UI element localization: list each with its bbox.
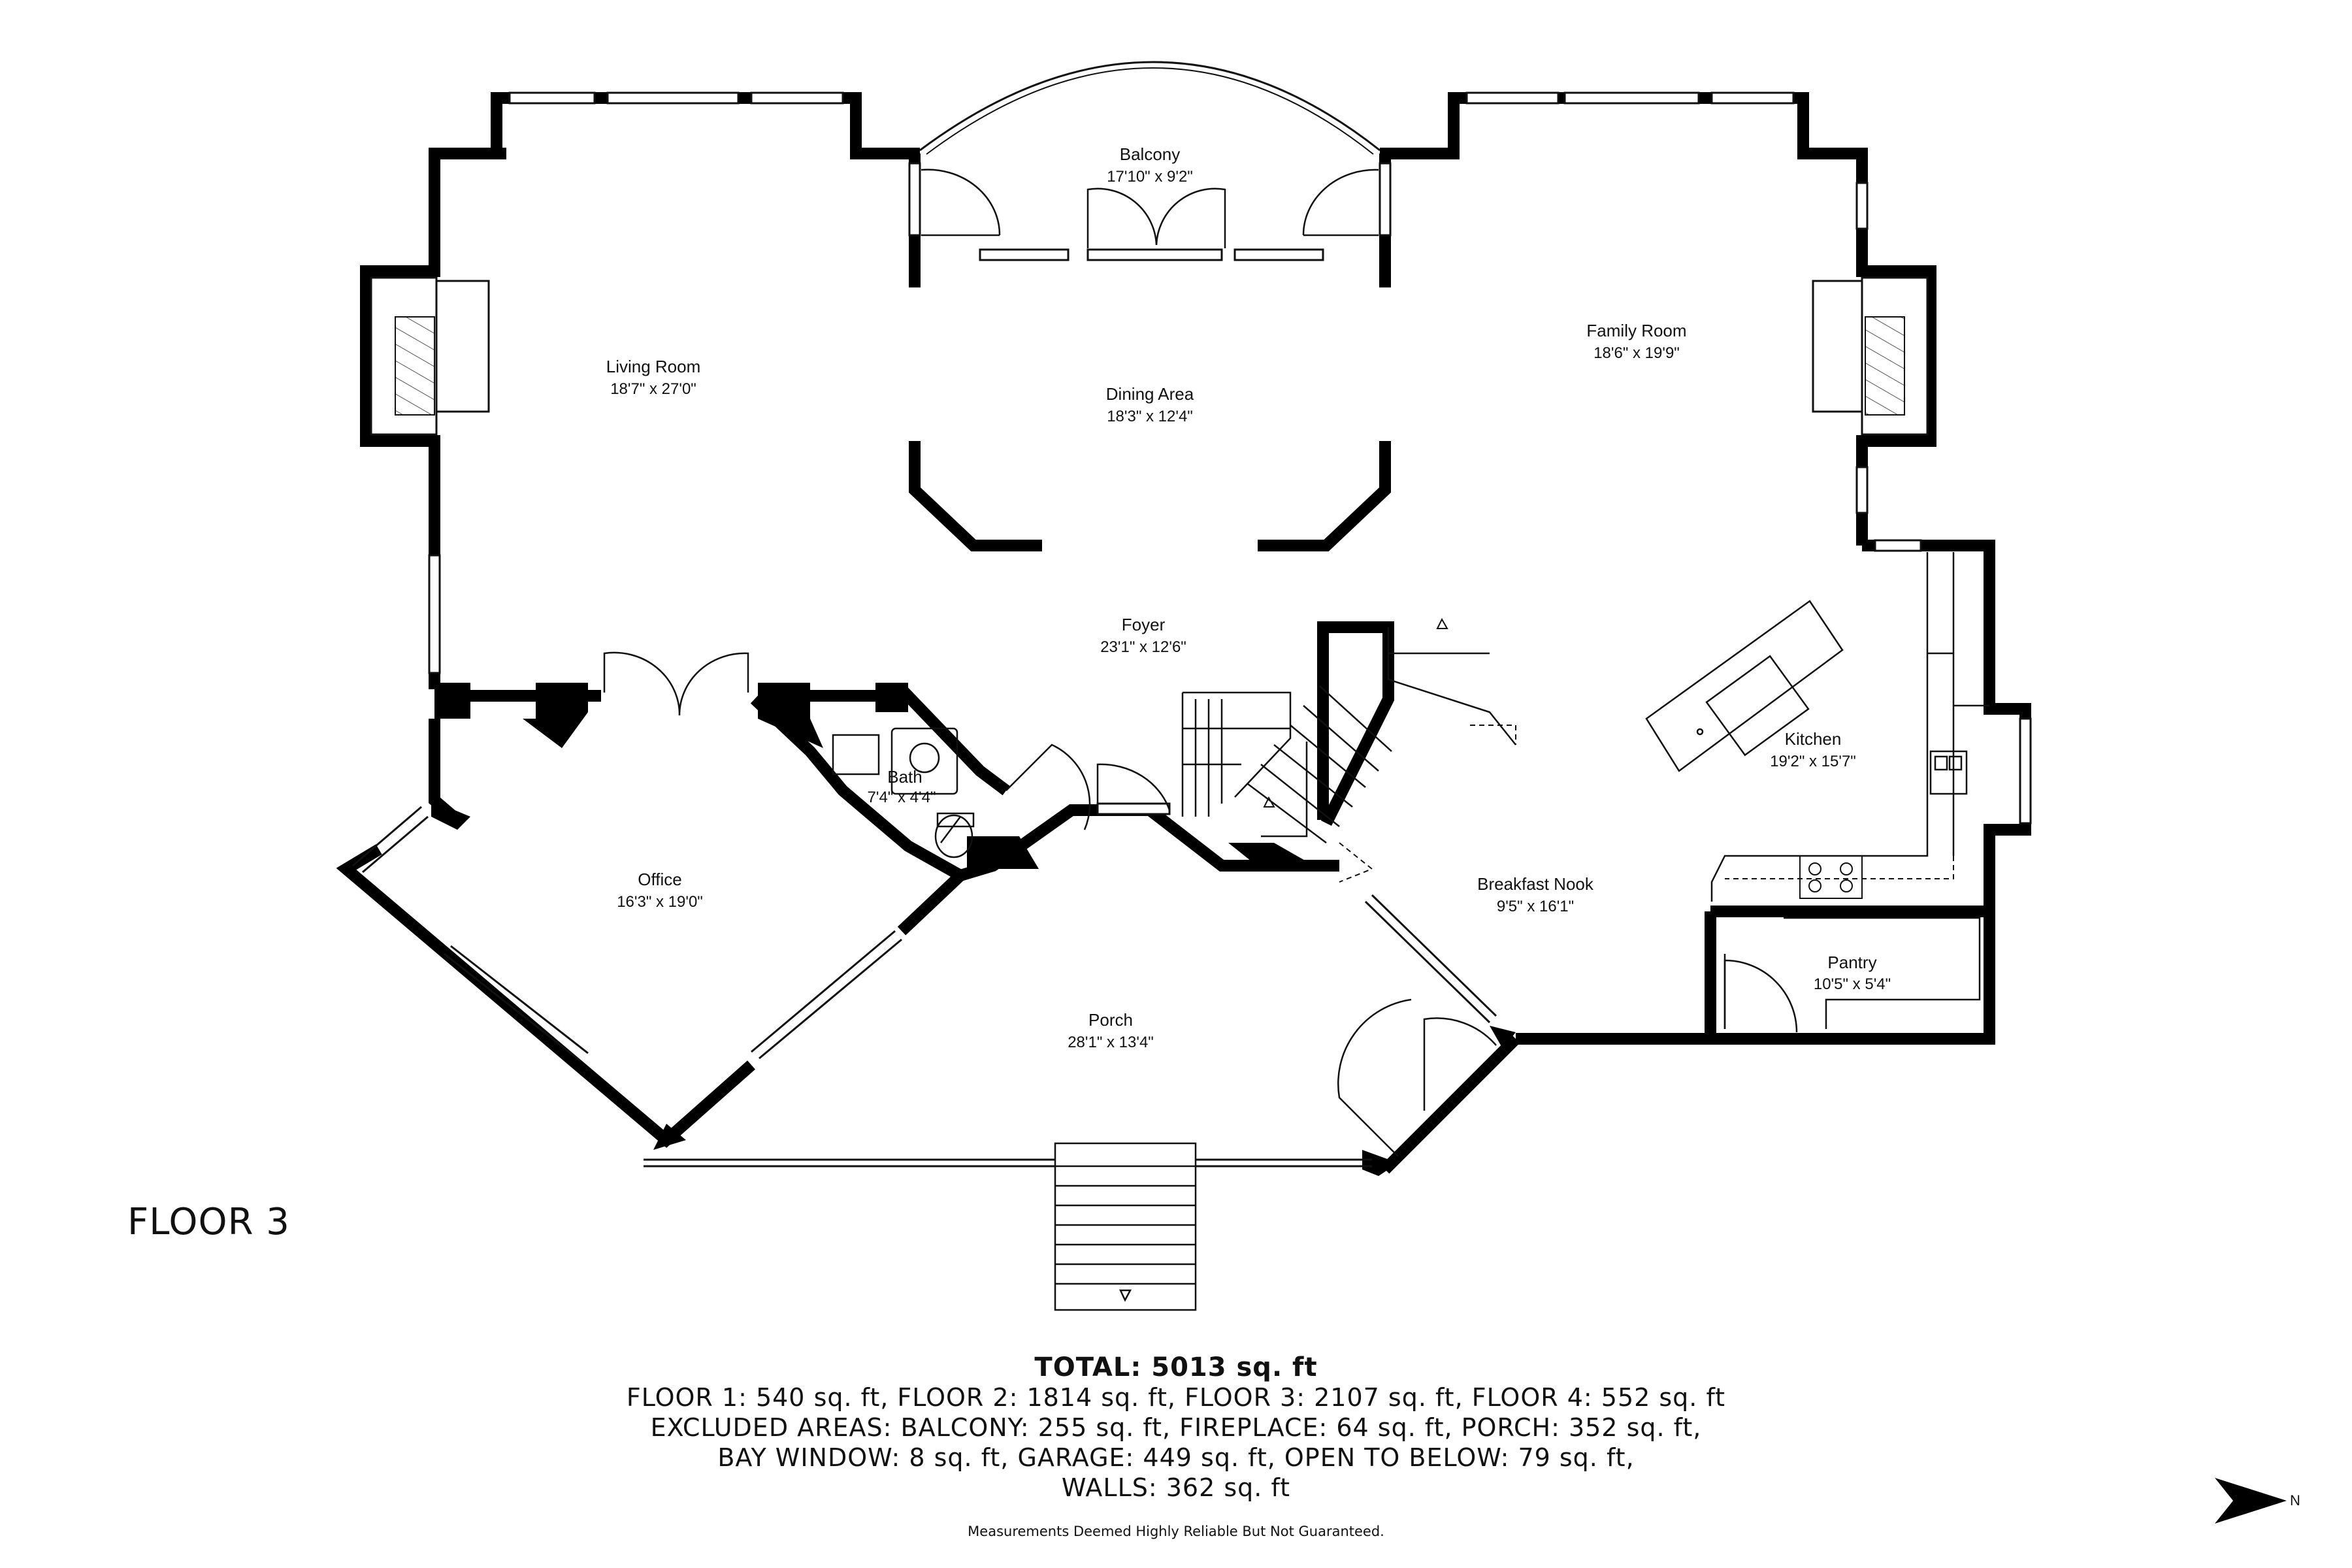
- balcony-name: Balcony: [1120, 144, 1181, 164]
- summary-line-1: FLOOR 1: 540 sq. ft, FLOOR 2: 1814 sq. f…: [626, 1383, 1726, 1412]
- stove-icon: [1799, 855, 1863, 899]
- summary-line-4: WALLS: 362 sq. ft: [1061, 1473, 1291, 1502]
- bath-name: Bath: [887, 767, 923, 787]
- living-dim: 18'7" x 27'0": [610, 380, 696, 398]
- north-letter: N: [2290, 1492, 2300, 1509]
- office-dim: 16'3" x 19'0": [617, 893, 703, 911]
- balcony-outline: [919, 61, 1380, 155]
- porch-railing: [644, 1158, 1372, 1168]
- pantry-dim: 10'5" x 5'4": [1814, 975, 1891, 993]
- doors: [603, 169, 1798, 1157]
- disclaimer: Measurements Deemed Highly Reliable But …: [968, 1524, 1384, 1539]
- windows: [428, 91, 2032, 825]
- office-windows: [352, 806, 1497, 1063]
- family-name: Family Room: [1586, 321, 1686, 340]
- kitchen-name: Kitchen: [1785, 729, 1842, 749]
- stairs-porch: [1054, 1142, 1197, 1311]
- wall-masses: [431, 683, 1516, 1176]
- summary-line-2: EXCLUDED AREAS: BALCONY: 255 sq. ft, FIR…: [650, 1413, 1702, 1442]
- dining-name: Dining Area: [1106, 384, 1194, 404]
- family-dim: 18'6" x 19'9": [1593, 344, 1680, 362]
- nook-name: Breakfast Nook: [1477, 874, 1594, 894]
- kitchen-dim: 19'2" x 15'7": [1770, 753, 1856, 770]
- total-area: TOTAL: 5013 sq. ft: [1034, 1352, 1318, 1382]
- stairs-arrow-up-icon: [1263, 617, 1448, 808]
- bath-dim: 7'4" x 4'4": [868, 789, 936, 806]
- stairs-main: [1181, 627, 1516, 843]
- north-arrow-icon: [2215, 1478, 2287, 1524]
- bath-fixtures: [832, 727, 975, 858]
- floor-label: FLOOR 3: [127, 1201, 290, 1243]
- summary-line-3: BAY WINDOW: 8 sq. ft, GARAGE: 449 sq. ft…: [717, 1443, 1635, 1472]
- room-labels: Balcony 17'10" x 9'2" Living Room 18'7" …: [606, 144, 1891, 1051]
- area-summary: TOTAL: 5013 sq. ft FLOOR 1: 540 sq. ft, …: [0, 1352, 2352, 1503]
- balcony-dim: 17'10" x 9'2": [1107, 168, 1193, 186]
- nook-dim: 9'5" x 16'1": [1497, 898, 1574, 915]
- porch-name: Porch: [1088, 1010, 1133, 1030]
- porch-dim: 28'1" x 13'4": [1068, 1034, 1154, 1051]
- pantry-shelves: [1723, 917, 1981, 1029]
- foyer-dim: 23'1" x 12'6": [1100, 638, 1186, 656]
- foyer-name: Foyer: [1122, 615, 1166, 634]
- fireplace-right: [1812, 276, 1929, 436]
- dining-dim: 18'3" x 12'4": [1107, 408, 1193, 425]
- pantry-name: Pantry: [1827, 953, 1876, 972]
- living-name: Living Room: [606, 357, 701, 376]
- dashed-outlines: [1339, 725, 1954, 883]
- office-name: Office: [638, 870, 681, 889]
- kitchen-island: [1645, 600, 1844, 772]
- kitchen-counter: [1710, 552, 1989, 902]
- fireplace-left: [370, 276, 490, 436]
